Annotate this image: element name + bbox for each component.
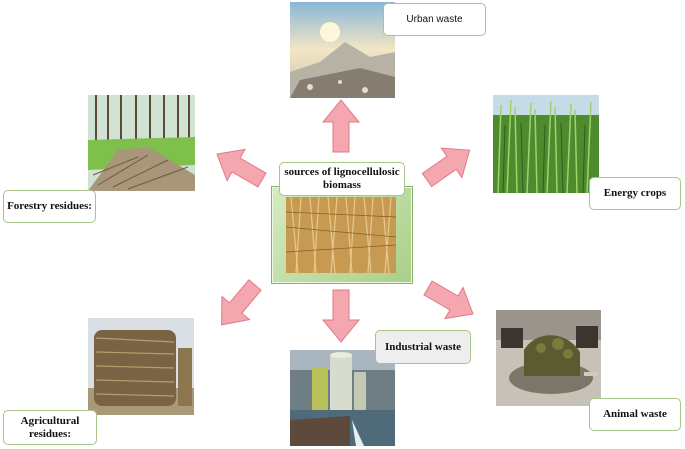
arrow-to-forestry-residues xyxy=(208,138,271,195)
energy-crops-image xyxy=(493,95,599,193)
industrial-waste-image xyxy=(290,350,395,446)
center-biomass-frame xyxy=(271,186,413,284)
forestry-residues-image xyxy=(88,95,195,191)
urban-waste-label: Urban waste xyxy=(383,3,486,36)
center-title-box: sources of lignocellulosic biomass xyxy=(279,162,405,196)
urban-waste-image xyxy=(290,2,395,98)
agricultural-residues-image xyxy=(88,318,194,415)
arrow-to-industrial-waste xyxy=(323,290,359,342)
arrow-to-agricultural-residues xyxy=(208,273,269,336)
energy-crops-label: Energy crops xyxy=(589,177,681,210)
arrow-to-animal-waste xyxy=(419,272,482,329)
industrial-waste-label: Industrial waste xyxy=(375,330,471,364)
arrow-to-energy-crops xyxy=(417,135,480,194)
center-title: sources of lignocellulosic biomass xyxy=(280,166,404,191)
biomass-straw-image xyxy=(286,197,396,273)
forestry-residues-label: Forestry residues: xyxy=(3,190,96,223)
agricultural-residues-label: Agricultural residues: xyxy=(3,410,97,445)
animal-waste-label: Animal waste xyxy=(589,398,681,431)
arrow-to-urban-waste xyxy=(323,100,359,152)
animal-waste-image xyxy=(496,310,601,406)
